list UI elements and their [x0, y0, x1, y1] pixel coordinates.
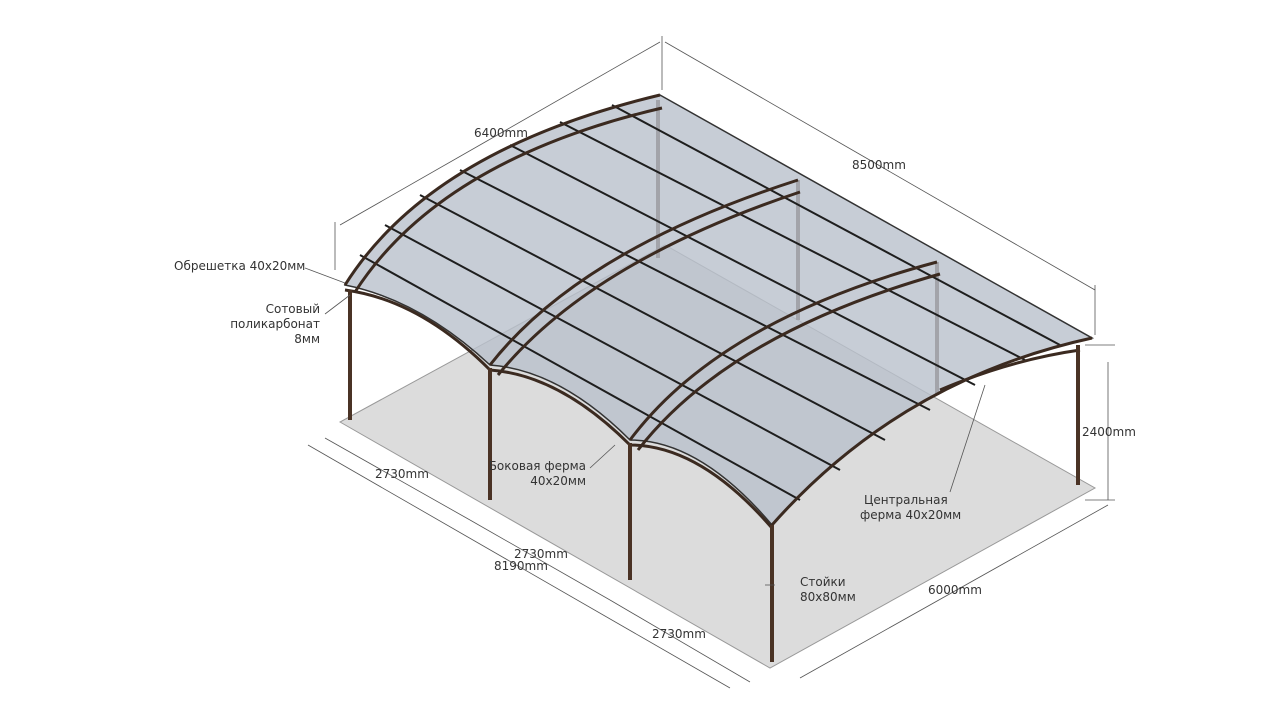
dim-base-width: 6000mm [928, 583, 982, 597]
trusses [343, 93, 1093, 529]
dim-span-1: 2730mm [375, 467, 429, 481]
callout-posts-line1: Стойки [800, 575, 846, 589]
dimension-lines [304, 36, 1115, 689]
callout-side-truss-line1: Боковая ферма [488, 459, 586, 473]
callout-side-truss: Боковая ферма 40х20мм [480, 459, 586, 489]
dim-span-3: 2730mm [652, 627, 706, 641]
dim-span-2: 2730mm [514, 547, 568, 561]
callout-central-truss-line1: Центральная [864, 493, 948, 507]
dim-height: 2400mm [1082, 425, 1136, 439]
dim-roof-length: 8500mm [852, 158, 906, 172]
callout-central-truss-line2: ферма 40х20мм [860, 508, 962, 522]
callout-polycarbonate: Сотовый поликарбонат 8мм [230, 302, 320, 347]
callout-lathing: Обрешетка 40х20мм [174, 259, 306, 273]
callout-side-truss-line2: 40х20мм [530, 474, 586, 488]
callout-posts-line2: 80х80мм [800, 590, 856, 604]
dim-roof-width: 6400mm [474, 126, 528, 140]
callout-posts: Стойки 80х80мм [800, 575, 856, 605]
callout-polycarbonate-line1: Сотовый [265, 302, 320, 316]
callout-central-truss: Центральная ферма 40х20мм [860, 493, 961, 523]
callout-polycarbonate-line2: поликарбонат [230, 317, 320, 331]
purlins [359, 104, 1061, 501]
front-posts [348, 290, 1080, 662]
callout-polycarbonate-line3: 8мм [294, 332, 320, 346]
dim-total-length: 8190mm [494, 559, 548, 573]
